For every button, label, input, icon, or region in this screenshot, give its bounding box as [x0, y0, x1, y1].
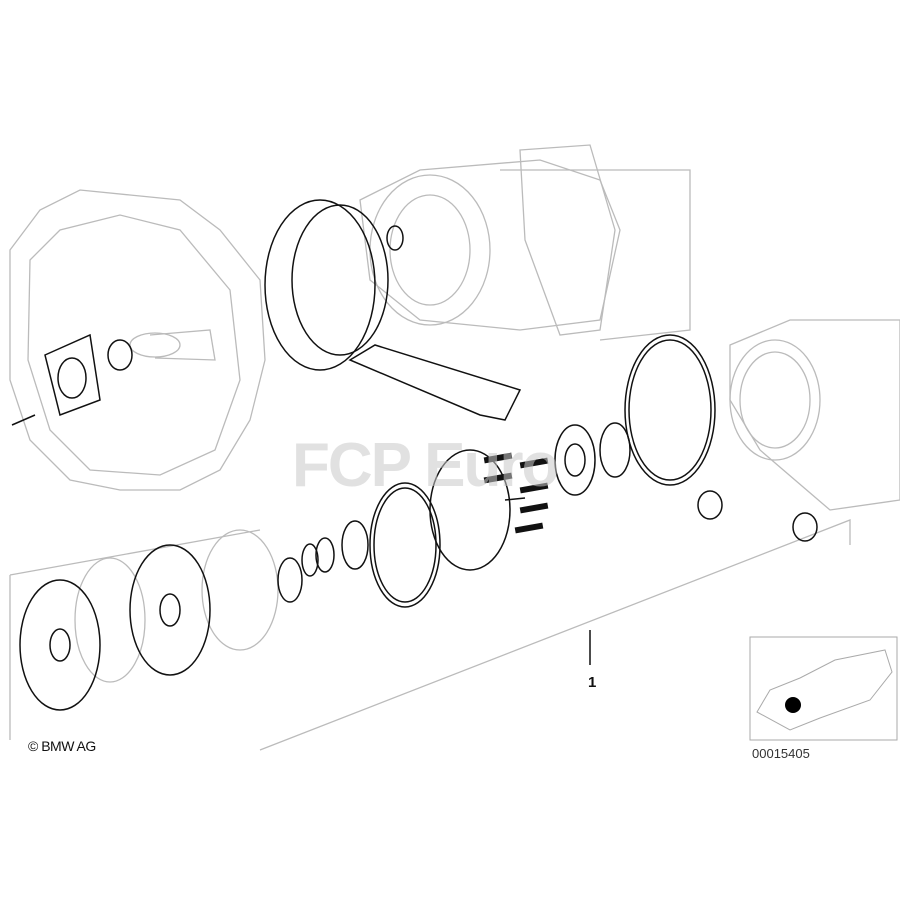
o-ring-pump	[624, 334, 716, 486]
clutch-disc-2	[129, 544, 211, 676]
o-ring-large	[369, 482, 441, 608]
oil-pan-gasket	[348, 344, 522, 421]
clutch-disc-1	[19, 579, 101, 711]
transmission-housing	[9, 144, 900, 751]
studs	[483, 452, 549, 534]
vehicle-location-thumbnail	[749, 636, 898, 741]
watermark: FCP Euro	[292, 431, 559, 500]
oil-seal	[554, 424, 596, 496]
copyright-label: © BMW AG	[28, 738, 96, 754]
location-dot	[785, 697, 801, 713]
callout-1[interactable]: 1	[588, 674, 597, 691]
exploded-parts	[11, 199, 818, 711]
diagram-number: 00015405	[752, 746, 810, 761]
gasket-front	[264, 199, 376, 371]
flange-seal	[44, 333, 101, 416]
